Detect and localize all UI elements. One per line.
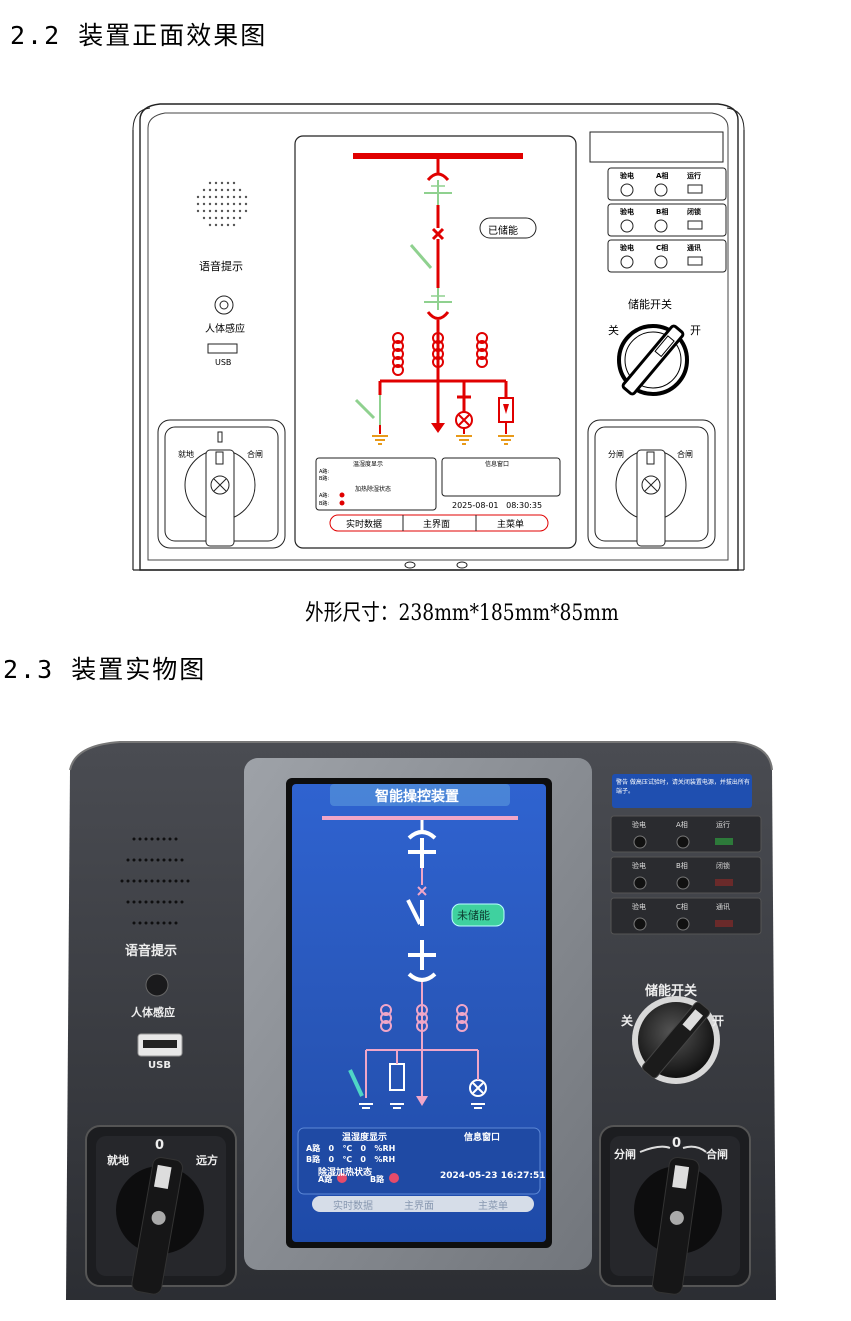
close-label: 合闸	[677, 450, 693, 459]
voice-prompt-label: 语音提示	[199, 260, 243, 273]
tab-menu[interactable]: 主菜单	[497, 520, 525, 530]
photo-ind-b-test: 验电	[632, 862, 646, 870]
lcd-heating-state: 除湿加热状态	[318, 1168, 373, 1178]
ind-b-phase: B相	[656, 208, 669, 216]
dimensions-caption: 外形尺寸：238mm*185mm*85mm	[305, 601, 619, 626]
heating-a: A路:	[319, 493, 330, 499]
ind-lock: 闭锁	[687, 208, 701, 216]
front-drawing: 语音提示 人体感应 USB 就地 合闸 分闸 合闸 储能开关 关 开 验电 A相…	[0, 0, 851, 590]
photo-ind-lock: 闭锁	[716, 862, 730, 870]
lcd-info-title: 信息窗口	[464, 1133, 501, 1143]
lcd-heating-b: B路	[370, 1175, 385, 1184]
info-title: 信息窗口	[485, 461, 510, 468]
sensor-label: 人体感应	[205, 324, 245, 335]
heating-b: B路:	[319, 501, 330, 507]
lcd-diagram	[322, 816, 518, 1109]
photo-ind-b-phase: B相	[676, 862, 688, 870]
lcd-header: 智能操控装置	[375, 789, 459, 805]
photo-right-zero: 0	[672, 1136, 682, 1151]
photo-remote-label: 远方	[196, 1154, 218, 1167]
ind-c-phase: C相	[656, 244, 669, 252]
lcd-tab-menu[interactable]: 主菜单	[478, 1201, 508, 1212]
energy-switch-on: 开	[690, 324, 701, 337]
energy-switch-title: 储能开关	[628, 298, 672, 311]
single-line-diagram	[353, 153, 523, 445]
heating-state: 加热除湿状态	[355, 486, 392, 493]
energy-status-badge: 已储能	[488, 226, 518, 237]
voice-prompt-label-photo: 语音提示	[125, 944, 178, 959]
open-label: 分闸	[608, 450, 624, 459]
usb-label: USB	[215, 358, 232, 367]
photo-ind-a-test: 验电	[632, 821, 646, 829]
lcd-datetime: 2024-05-23 16:27:51	[440, 1171, 546, 1181]
energy-switch-off: 关	[608, 324, 619, 337]
lcd-tab-realtime[interactable]: 实时数据	[333, 1201, 373, 1212]
device-photo: 语音提示 人体感应 USB 警告 做高压试验时，请关闭装置电源，并拔出所有端子。…	[0, 700, 851, 1321]
photo-ind-comm: 通讯	[716, 903, 730, 911]
photo-local-label: 就地	[107, 1154, 129, 1167]
lcd-humidity-title: 温湿度显示	[342, 1133, 388, 1143]
photo-ind-c-test: 验电	[632, 903, 646, 911]
screen-datetime: 2025-08-01 08:30:35	[452, 501, 543, 510]
warning-label: 警告 做高压试验时，请关闭装置电源，并拔出所有端子。	[616, 779, 750, 795]
photo-ind-a-phase: A相	[676, 821, 688, 829]
humidity-a-line: A路:	[319, 469, 330, 475]
speaker-grille	[196, 181, 248, 227]
local-label: 就地	[178, 450, 194, 459]
front-view-title: 2.2 装置正面效果图	[10, 21, 268, 50]
lcd-tab-main[interactable]: 主界面	[404, 1201, 434, 1212]
lcd-heating-a: A路	[318, 1175, 333, 1184]
photo-title: 2.3 装置实物图	[3, 655, 207, 684]
photo-ind-run: 运行	[716, 821, 730, 829]
lcd-row-a: A路 0 ℃ 0 %RH	[306, 1144, 396, 1153]
ind-a-test: 验电	[620, 172, 634, 180]
remote-label: 合闸	[247, 450, 263, 459]
lcd-status-badge: 未储能	[457, 909, 490, 922]
ind-comm: 通讯	[687, 244, 701, 252]
photo-open-label: 分闸	[614, 1148, 636, 1161]
photo-close-label: 合闸	[706, 1148, 728, 1161]
ind-a-phase: A相	[656, 172, 669, 180]
ind-c-test: 验电	[620, 244, 634, 252]
photo-left-zero: 0	[155, 1138, 165, 1153]
humidity-title: 温湿度显示	[353, 461, 384, 468]
tab-main[interactable]: 主界面	[423, 520, 451, 530]
lcd-row-b: B路 0 ℃ 0 %RH	[306, 1155, 396, 1164]
photo-ind-c-phase: C相	[676, 903, 688, 911]
sensor-label-photo: 人体感应	[131, 1006, 175, 1019]
photo-energy-title: 储能开关	[645, 984, 698, 999]
photo-energy-off: 关	[621, 1014, 634, 1028]
ind-b-test: 验电	[620, 208, 634, 216]
usb-label-photo: USB	[148, 1060, 171, 1071]
humidity-b-line: B路:	[319, 476, 330, 482]
ind-run: 运行	[687, 172, 701, 180]
photo-energy-on: 开	[712, 1014, 725, 1028]
tab-realtime[interactable]: 实时数据	[346, 520, 383, 530]
